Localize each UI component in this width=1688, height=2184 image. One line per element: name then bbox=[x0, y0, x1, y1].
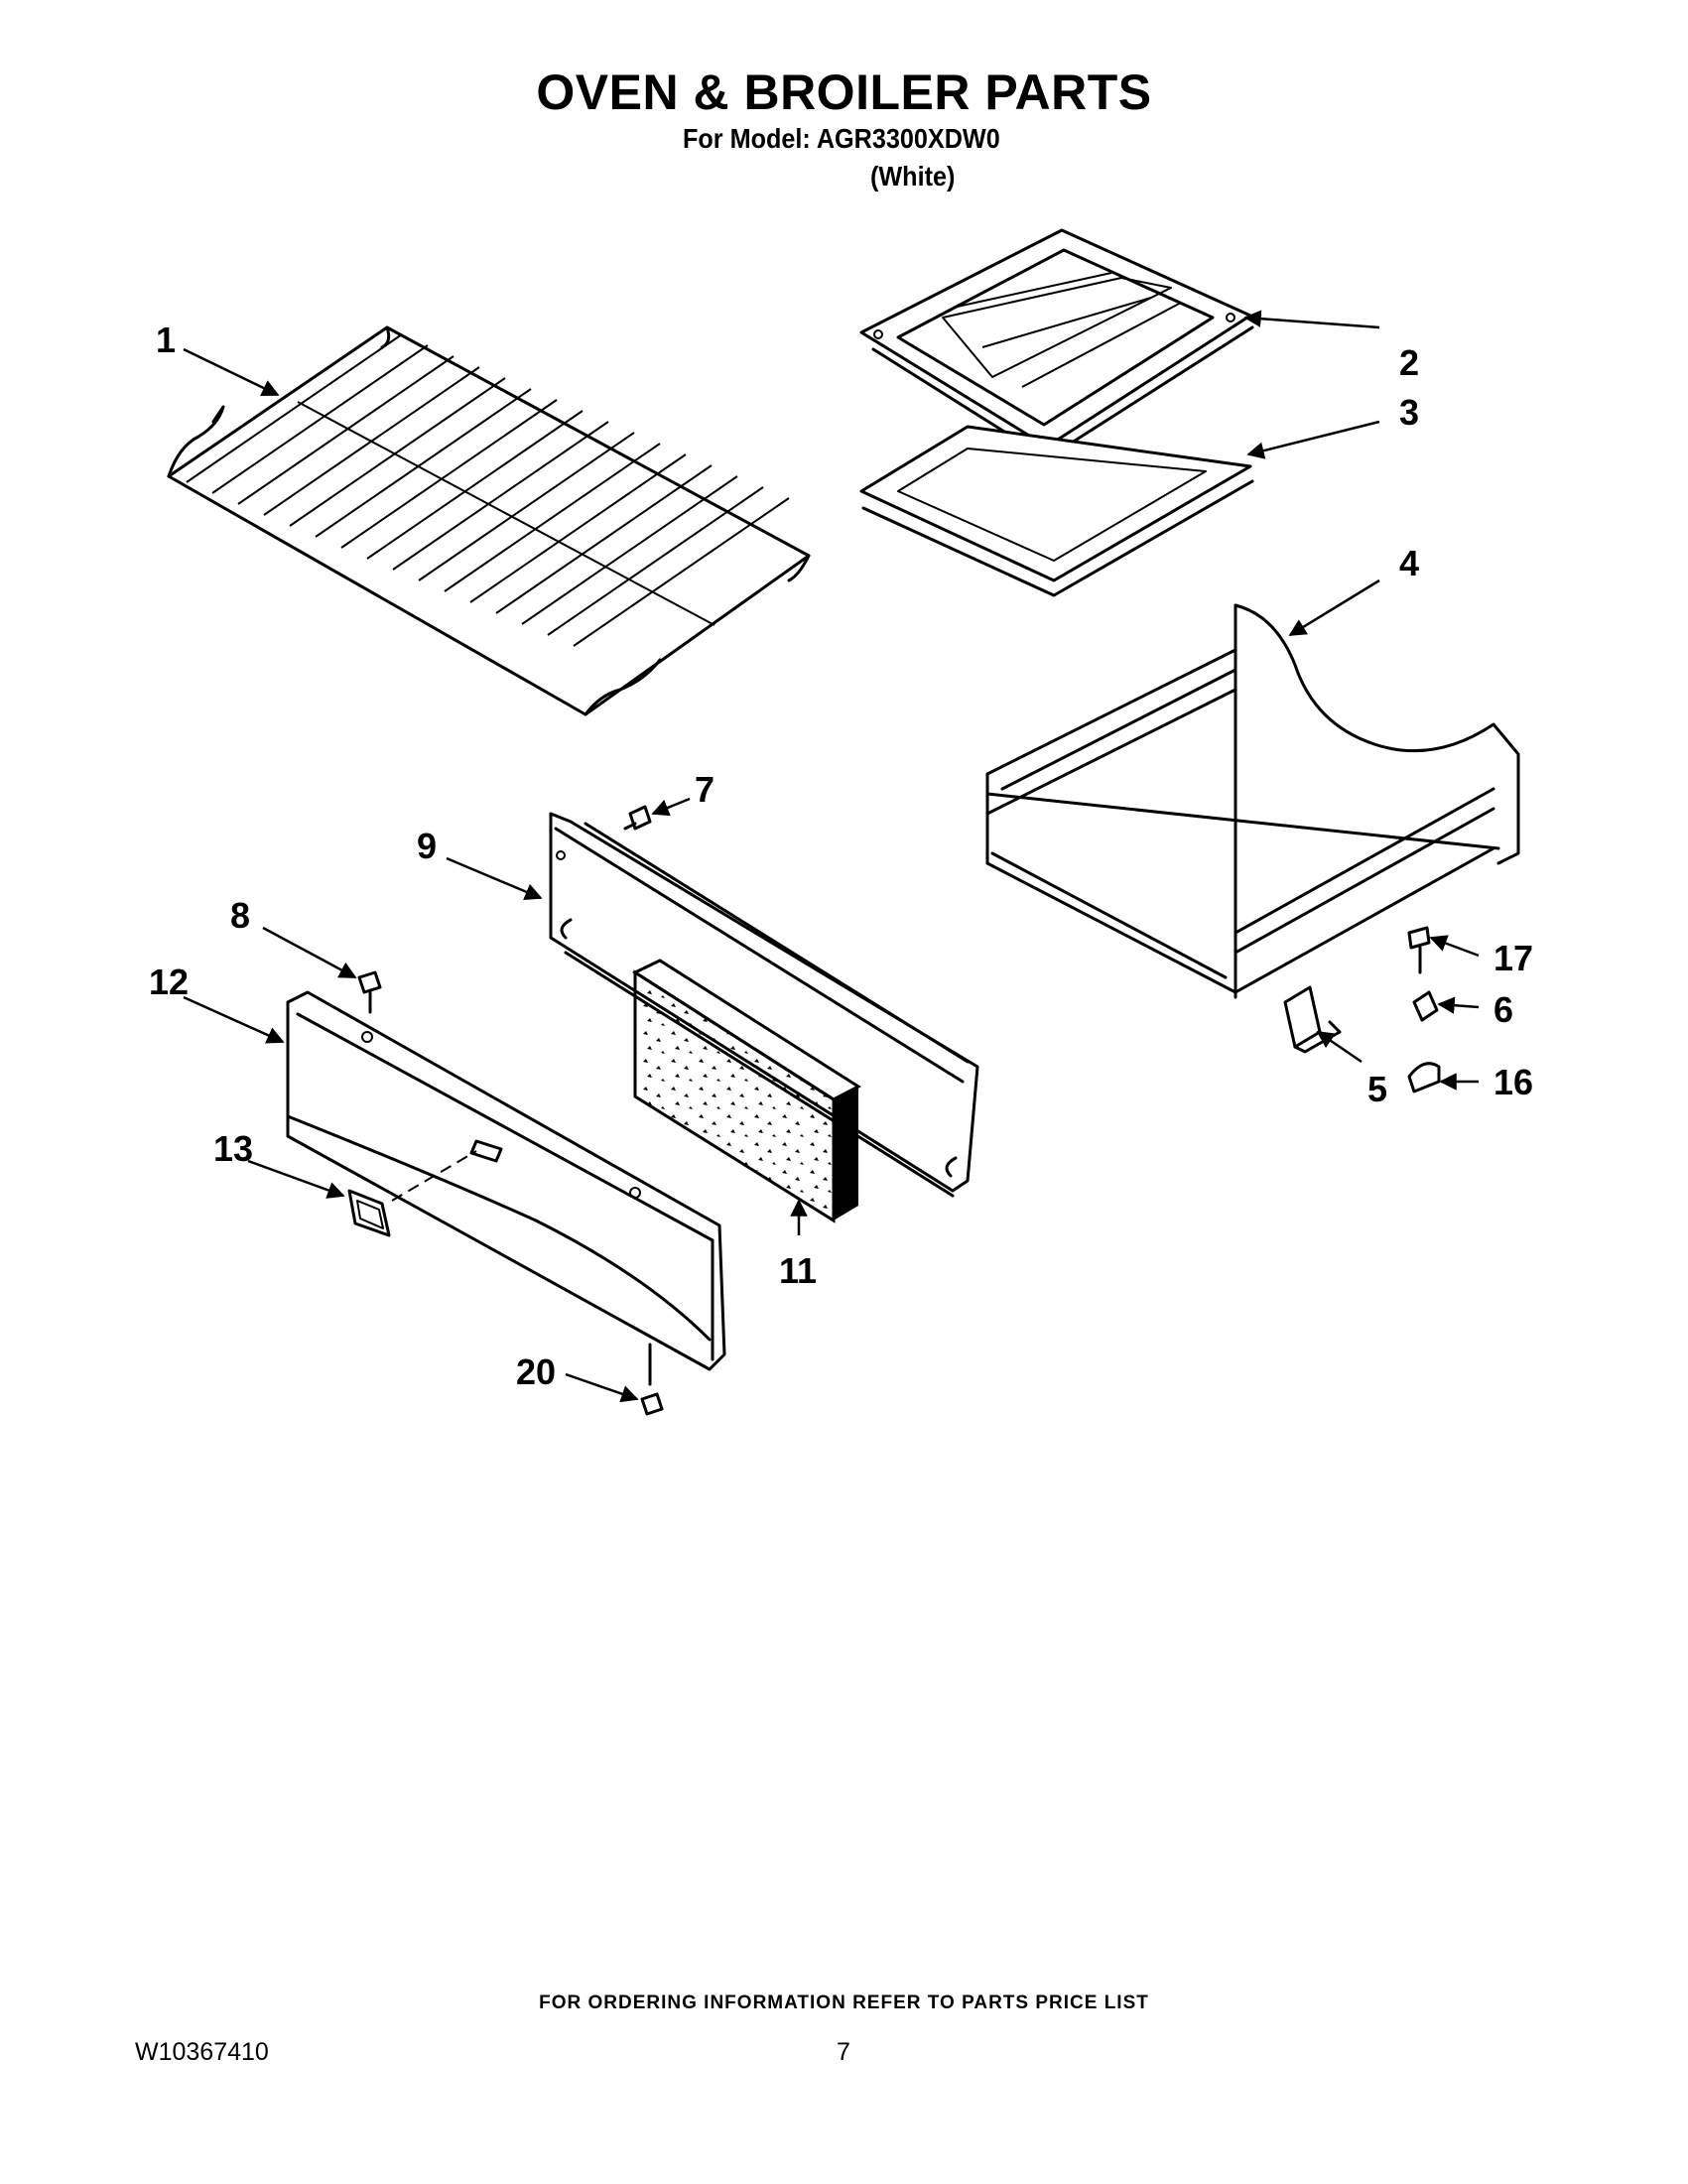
callout-2: 2 bbox=[1399, 342, 1419, 383]
leader-arrows bbox=[183, 310, 1480, 1403]
ordering-info: FOR ORDERING INFORMATION REFER TO PARTS … bbox=[539, 1992, 1149, 2013]
page-number: 7 bbox=[837, 2038, 850, 2066]
broiler-pan-part bbox=[859, 425, 1254, 597]
callout-8: 8 bbox=[230, 895, 250, 936]
callout-11: 11 bbox=[779, 1250, 817, 1291]
oven-rack-part bbox=[167, 325, 811, 716]
screw-17-part bbox=[1407, 926, 1431, 974]
screw-8-part bbox=[357, 970, 382, 1014]
callout-1: 1 bbox=[156, 320, 176, 360]
inner-panel-part bbox=[549, 812, 979, 1198]
callout-16: 16 bbox=[1493, 1062, 1533, 1102]
insulation-part bbox=[631, 959, 862, 1223]
document-number: W10367410 bbox=[135, 2038, 269, 2066]
callout-7: 7 bbox=[695, 769, 714, 810]
callout-9: 9 bbox=[417, 826, 437, 866]
callout-13: 13 bbox=[213, 1128, 253, 1169]
callout-labels: 1 2 3 4 5 6 7 8 9 11 12 13 16 17 20 bbox=[149, 320, 1533, 1392]
clip-part bbox=[1412, 990, 1439, 1022]
broiler-pan-grid-part bbox=[859, 228, 1254, 460]
callout-20: 20 bbox=[516, 1351, 556, 1392]
callout-4: 4 bbox=[1399, 543, 1419, 583]
callout-6: 6 bbox=[1493, 989, 1513, 1030]
callout-12: 12 bbox=[149, 962, 189, 1002]
callout-5: 5 bbox=[1367, 1069, 1387, 1109]
page-title: OVEN & BROILER PARTS bbox=[536, 64, 1152, 120]
color-line: (White) bbox=[870, 161, 956, 192]
clamp-part bbox=[1407, 1062, 1441, 1093]
callout-17: 17 bbox=[1493, 938, 1533, 978]
callout-3: 3 bbox=[1399, 392, 1419, 433]
drawer-front-part bbox=[286, 990, 726, 1371]
screw-20-part bbox=[640, 1343, 664, 1416]
model-line: For Model: AGR3300XDW0 bbox=[683, 123, 1000, 154]
screw-7-part bbox=[623, 805, 652, 831]
handle-insert-part bbox=[347, 1150, 477, 1237]
broiler-drawer-part bbox=[985, 603, 1520, 999]
